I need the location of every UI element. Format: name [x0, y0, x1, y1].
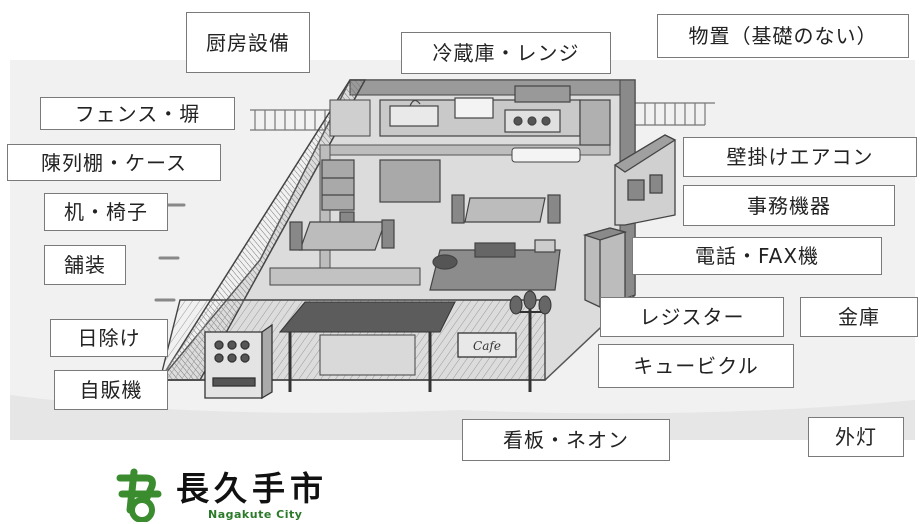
street-light-drawing [509, 290, 552, 392]
tables-drawing [289, 194, 561, 251]
vending-machine-drawing [204, 323, 273, 400]
nagakute-city-logo: 長久手市 Nagakute City [112, 458, 352, 524]
register-counter-drawing [429, 239, 561, 291]
city-emblem-icon [116, 468, 162, 522]
storage-shed-drawing [613, 134, 677, 226]
label-outdoor-light: 外灯 [808, 417, 904, 457]
label-paving: 舗装 [44, 245, 126, 285]
awning-drawing [278, 301, 456, 392]
label-desk-chair: 机・椅子 [44, 193, 168, 231]
showcase-drawing [329, 99, 371, 137]
label-fridge-range: 冷蔵庫・レンジ [401, 32, 611, 74]
cafe-sign-text: Cafe [473, 339, 501, 353]
fence-drawing [250, 102, 715, 131]
city-name: 長久手市 [176, 469, 328, 508]
label-cubicle: キュービクル [598, 344, 794, 388]
label-vending-machine: 自販機 [54, 370, 168, 410]
kitchen-counter-drawing [379, 85, 611, 146]
cubicle-drawing [582, 227, 628, 308]
label-display-shelf: 陳列棚・ケース [7, 144, 221, 181]
city-name-english: Nagakute City [208, 508, 303, 521]
label-phone-fax: 電話・FAX機 [632, 237, 882, 275]
label-safe: 金庫 [800, 297, 918, 337]
label-wall-aircon: 壁掛けエアコン [683, 137, 917, 177]
label-storage-shed: 物置（基礎のない） [657, 14, 909, 58]
cafe-sign-drawing: Cafe [457, 332, 517, 358]
label-awning: 日除け [50, 319, 168, 357]
label-office-equipment: 事務機器 [683, 185, 895, 226]
label-sign-neon: 看板・ネオン [462, 419, 670, 461]
label-fence-wall: フェンス・塀 [40, 97, 235, 130]
label-kitchen-equipment: 厨房設備 [186, 12, 310, 73]
shelves-drawing [321, 159, 441, 211]
aircon-drawing [511, 147, 581, 163]
label-register: レジスター [600, 297, 784, 337]
